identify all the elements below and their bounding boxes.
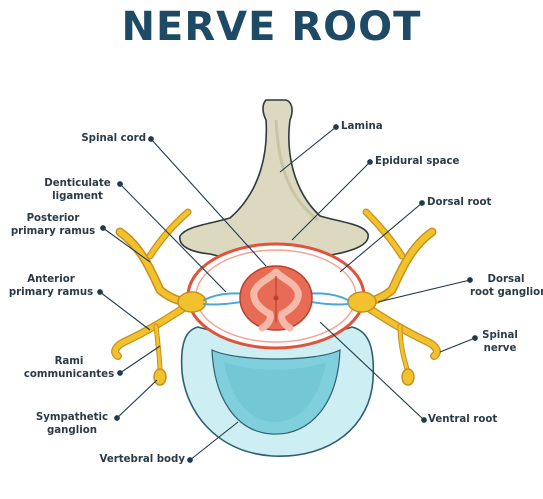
label-rami-communicantes-line1: Rami xyxy=(54,356,84,367)
label-posterior-primary-ramus: Posterior primary ramus xyxy=(8,213,98,238)
label-lamina: Lamina xyxy=(341,121,383,132)
label-spinal-nerve: Spinal nerve xyxy=(478,330,522,355)
label-spinal-cord: Spinal cord xyxy=(81,133,146,144)
label-posterior-primary-ramus-line2: primary ramus xyxy=(10,225,96,237)
label-posterior-primary-ramus-line1: Posterior xyxy=(26,213,80,224)
label-rami-communicantes-line2: communicantes xyxy=(23,368,115,380)
label-sympathetic-ganglion: Sympathetic ganglion xyxy=(30,412,114,437)
leader-lines xyxy=(97,124,478,463)
label-spinal-nerve-line2: nerve xyxy=(483,342,517,354)
label-denticulate-ligament-line2: ligament xyxy=(52,190,103,202)
label-spinal-nerve-line1: Spinal xyxy=(482,330,518,341)
page-title: NERVE ROOT xyxy=(121,4,422,50)
label-denticulate-ligament-line1: Denticulate xyxy=(44,178,111,189)
label-dorsal-root: Dorsal root xyxy=(427,197,492,208)
vertebral-body xyxy=(180,326,375,457)
label-anterior-primary-ramus-line1: Anterior xyxy=(27,274,75,285)
spinal-cord xyxy=(239,265,313,332)
lamina xyxy=(179,99,369,261)
label-epidural-space: Epidural space xyxy=(375,156,460,167)
label-sympathetic-ganglion-line1: Sympathetic xyxy=(35,412,109,423)
label-denticulate-ligament: Denticulate ligament xyxy=(40,178,115,203)
label-dorsal-root-ganglion: Dorsal root ganglion xyxy=(470,274,543,299)
right-nerves xyxy=(295,208,441,386)
left-nerves xyxy=(111,208,257,386)
label-rami-communicantes: Rami communicantes xyxy=(22,356,116,381)
label-anterior-primary-ramus-line2: primary ramus xyxy=(8,286,94,298)
label-ventral-root: Ventral root xyxy=(428,414,498,425)
label-sympathetic-ganglion-line2: ganglion xyxy=(47,424,97,436)
label-vertebral-body: Vertebral body xyxy=(99,454,186,465)
label-anterior-primary-ramus: Anterior primary ramus xyxy=(6,274,96,299)
label-dorsal-root-ganglion-line1: Dorsal xyxy=(487,274,525,285)
label-dorsal-root-ganglion-line2: root ganglion xyxy=(470,286,543,298)
